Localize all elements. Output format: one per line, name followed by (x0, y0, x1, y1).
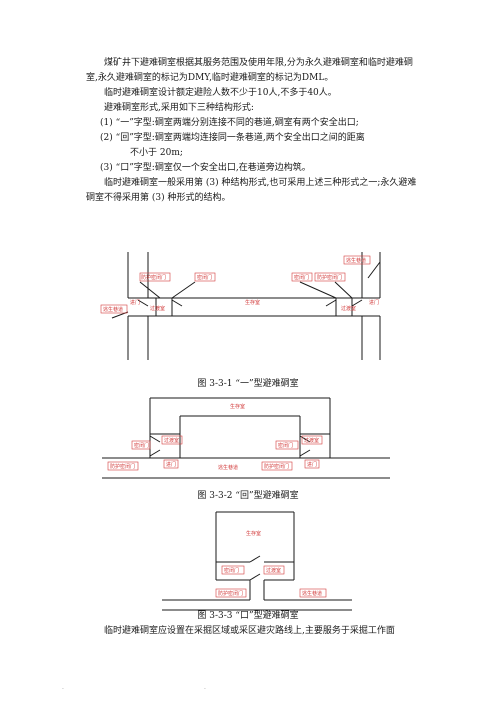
footer-left: . (62, 684, 64, 691)
fig2-label-jinmen-right: 进门 (307, 461, 317, 468)
fig1-label-tao-left: 逃生巷道 (103, 306, 123, 313)
fig1-label-shengcun: 生存室 (245, 299, 260, 306)
body-text: 煤矿井下避难硐室根据其服务范围及使用年限,分为永久避难硐室和临时避难硐室,永久避… (86, 56, 424, 206)
fig2-label-tao: 逃生巷道 (218, 464, 238, 471)
fig2-label-mibi-left: 密闭门 (134, 442, 149, 449)
fig2-label-fangmi-right: 防护密闭门 (264, 463, 289, 470)
paragraph-4: 临时避难硐室一般采用第 (3) 种结构形式,也可采用上述三种形式之一;永久避难硐… (86, 178, 417, 203)
body-text-bottom: 临时避难硐室应设置在采掘区域或采区避灾路线上,主要服务于采掘工作面 (86, 624, 424, 639)
fig2-label-shengcun: 生存室 (230, 403, 245, 410)
list-item-3: (3) “口”字型:硐室仅一个安全出口,在巷道旁边构筑。 (100, 163, 311, 173)
figure-1-caption: 图 3-3-1 “一”型避难硐室 (197, 379, 299, 389)
figure-3-caption: 图 3-3-3 “口”型避难硐室 (197, 611, 299, 621)
fig1-label-fangmi-left: 防护密闭门 (141, 274, 166, 281)
fig2-label-fangmi-left: 防护密闭门 (110, 463, 135, 470)
fig1-label-guodu-left: 过渡室 (150, 305, 165, 312)
fig2-label-guodu-left: 过渡室 (164, 437, 179, 444)
fig1-label-mibi-left: 密闭门 (197, 274, 212, 281)
fig1-label-jinmen-right: 进门 (369, 299, 379, 306)
paragraph-2: 临时避难硐室设计额定避险人数不少于10人,不多于40人。 (104, 88, 337, 98)
footer-right: . (204, 684, 206, 691)
paragraph-3: 避难硐室形式,采用如下三种结构形式: (104, 103, 254, 113)
list-item-2-cont: 不小于 20m; (130, 148, 183, 158)
fig3-label-guodu: 过渡室 (266, 567, 281, 574)
fig1-label-jinmen-left: 进门 (130, 299, 140, 306)
fig2-label-guodu-right: 过渡室 (304, 437, 319, 444)
fig1-label-guodu-right: 过渡室 (341, 305, 356, 312)
fig3-label-tao: 逃生巷道 (302, 590, 322, 597)
paragraph-5: 临时避难硐室应设置在采掘区域或采区避灾路线上,主要服务于采掘工作面 (104, 626, 395, 636)
figure-2-caption: 图 3-3-2 “回”型避难硐室 (197, 491, 299, 501)
fig2-label-mibi-right: 密闭门 (278, 442, 293, 449)
fig1-label-fangmi-right: 防护密闭门 (317, 274, 342, 281)
fig3-label-shengcun: 生存室 (246, 530, 261, 537)
fig2-label-jinmen-left: 进门 (166, 461, 176, 468)
fig1-label-mibi-right: 密闭门 (294, 274, 309, 281)
fig3-label-fangmi: 防护密闭门 (218, 590, 243, 597)
fig3-label-mibi: 密闭门 (224, 567, 239, 574)
fig1-label-tao-right: 逃生巷道 (346, 257, 366, 264)
paragraph-1: 煤矿井下避难硐室根据其服务范围及使用年限,分为永久避难硐室和临时避难硐室,永久避… (86, 58, 413, 83)
list-item-1: (1) “一”字型:硐室两端分别连接不同的巷道,硐室有两个安全出口; (100, 118, 359, 128)
list-item-2: (2) “回”字型:硐室两端均连接同一条巷道,两个安全出口之间的距离 (100, 133, 365, 143)
